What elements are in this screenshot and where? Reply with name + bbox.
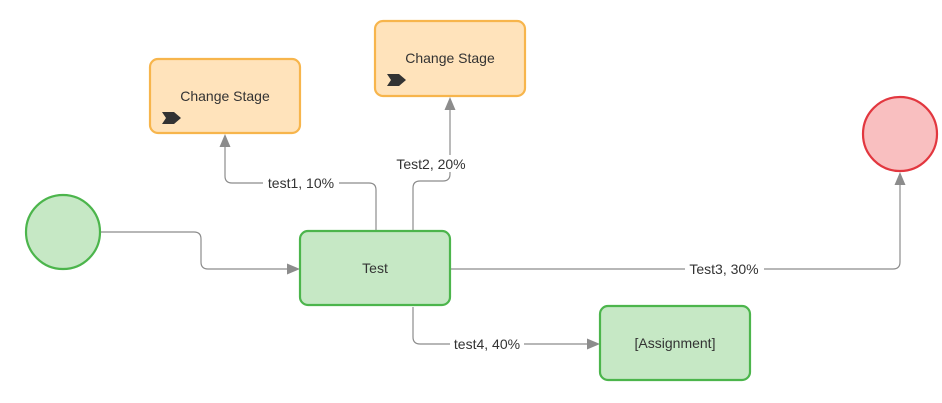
edge-label-bg bbox=[392, 155, 472, 172]
start-event-circle bbox=[24, 193, 102, 271]
edge-label-bg bbox=[263, 174, 339, 191]
task-assignment[interactable]: [Assignment] bbox=[598, 304, 752, 382]
end-event[interactable] bbox=[861, 95, 939, 173]
edge-test3-line bbox=[451, 184, 901, 270]
change-stage-node-2[interactable]: Change Stage bbox=[373, 19, 527, 98]
chevron-flag-icon bbox=[162, 112, 181, 124]
arrowhead bbox=[287, 263, 300, 275]
chevron-flag-icon bbox=[387, 74, 406, 86]
edge-label-bg bbox=[450, 335, 524, 352]
edge-test3[interactable]: Test3, 30% bbox=[451, 172, 906, 277]
edge-test2-line bbox=[412, 109, 451, 231]
change-stage-label: Change Stage bbox=[180, 88, 270, 104]
change-stage-label: Change Stage bbox=[405, 50, 495, 66]
edge-start-to-test[interactable] bbox=[101, 231, 300, 275]
arrowhead bbox=[444, 97, 456, 110]
arrowhead bbox=[587, 338, 600, 350]
end-event-circle bbox=[861, 95, 939, 173]
edge-label-test3: Test3, 30% bbox=[689, 261, 758, 277]
edge-label-test2: Test2, 20% bbox=[396, 156, 465, 172]
task-test-label: Test bbox=[362, 260, 388, 276]
edge-test1[interactable]: test1, 10% bbox=[219, 134, 377, 231]
arrowhead bbox=[219, 134, 231, 147]
edge-label-test4: test4, 40% bbox=[454, 336, 520, 352]
arrowhead bbox=[894, 172, 906, 185]
change-stage-node-1[interactable]: Change Stage bbox=[148, 57, 302, 135]
edge-test4-line bbox=[412, 307, 588, 345]
start-event[interactable] bbox=[24, 193, 102, 271]
task-test[interactable]: Test bbox=[298, 229, 452, 307]
task-assignment-label: [Assignment] bbox=[635, 335, 716, 351]
task-assignment-box bbox=[598, 304, 752, 382]
edge-start-to-test-line bbox=[101, 231, 288, 270]
edge-label-bg bbox=[685, 260, 764, 277]
change-stage-box bbox=[373, 19, 527, 98]
edge-test2[interactable]: Test2, 20% bbox=[392, 97, 472, 231]
edge-test4[interactable]: test4, 40% bbox=[412, 307, 600, 352]
change-stage-box bbox=[148, 57, 302, 135]
edge-label-test1: test1, 10% bbox=[268, 175, 334, 191]
task-test-box bbox=[298, 229, 452, 307]
